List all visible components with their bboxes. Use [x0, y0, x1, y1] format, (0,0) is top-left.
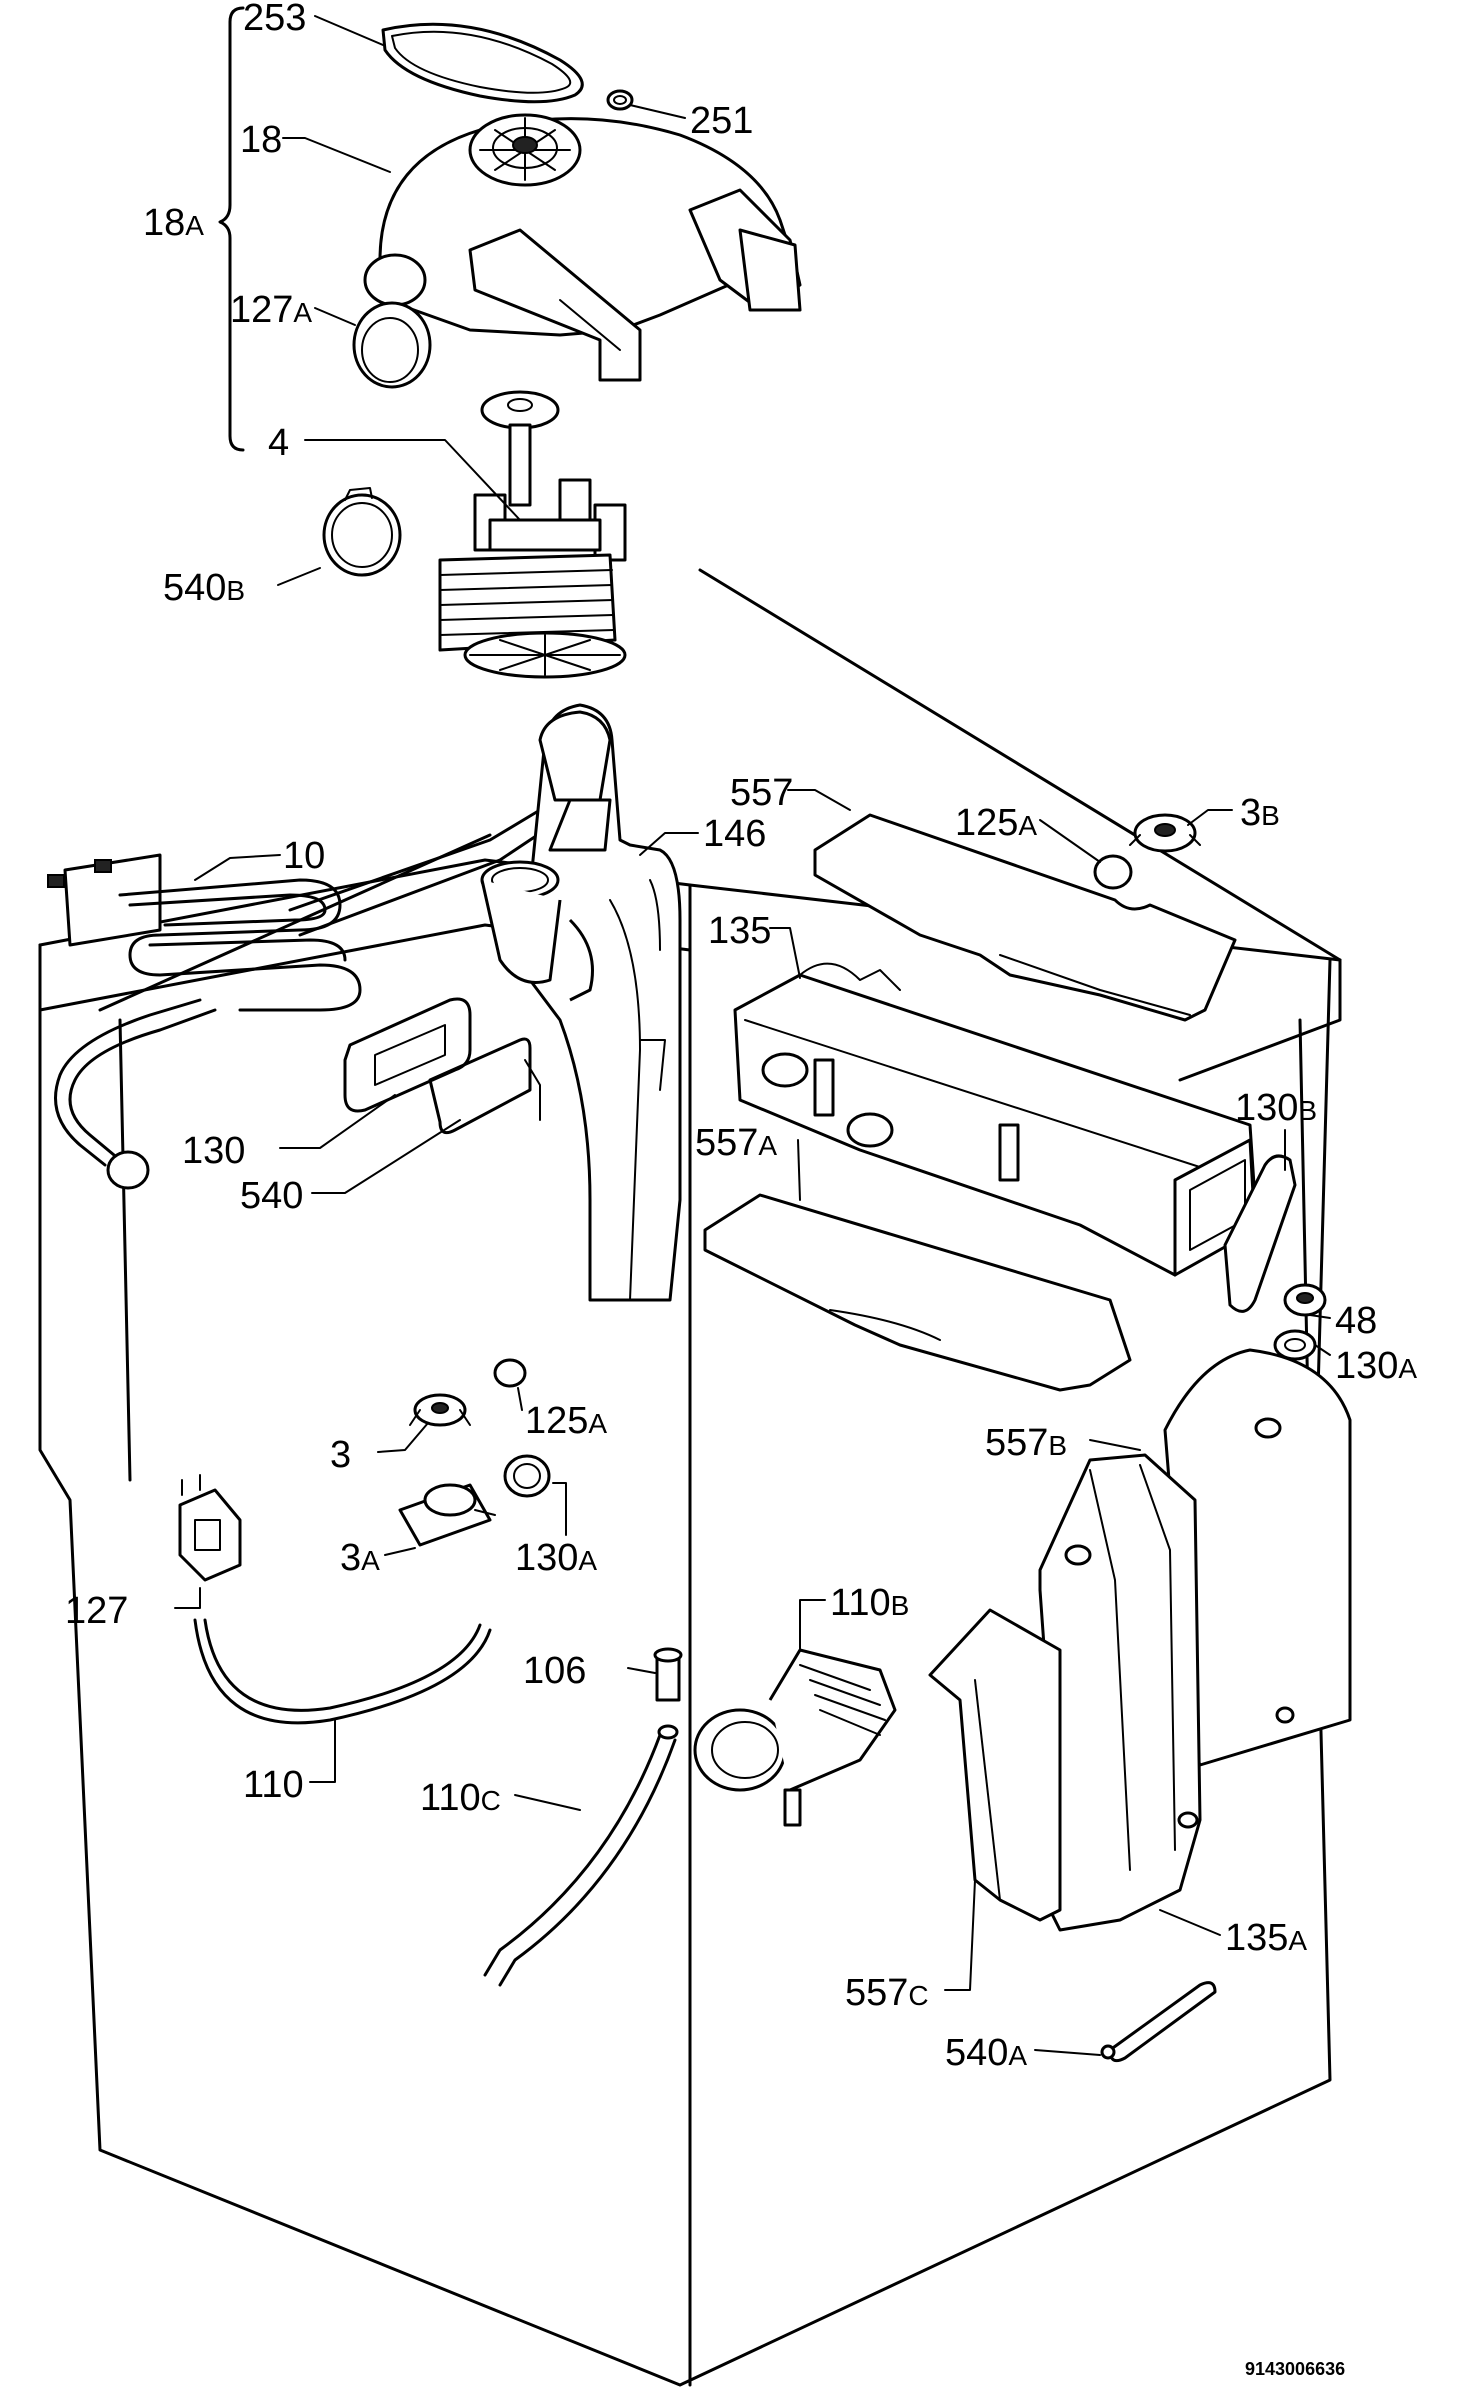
label-3b: 3B [1240, 792, 1280, 834]
part-540a-clip [1100, 1981, 1217, 2063]
part-130a-mid-seal [503, 1454, 551, 1498]
label-110: 110 [243, 1764, 304, 1806]
part-251-nut [606, 89, 634, 111]
label-557b: 557B [985, 1422, 1067, 1464]
label-127: 127 [65, 1590, 128, 1632]
part-3a-thermostat [398, 1483, 496, 1547]
label-18: 18 [240, 119, 282, 161]
part-127a-ring [352, 301, 432, 389]
part-48-cap [1283, 1283, 1327, 1317]
leader-lines [174, 15, 1331, 2056]
label-146: 146 [703, 813, 766, 855]
label-540a: 540A [945, 2032, 1027, 2074]
part-110c-hose [483, 1724, 679, 1987]
label-127a: 127A [230, 289, 312, 331]
part-110b-bellows [693, 1648, 897, 1827]
label-125a-top: 125A [955, 802, 1037, 844]
label-540: 540 [240, 1175, 303, 1217]
label-557: 557 [730, 772, 793, 814]
part-3-thermostat [409, 1393, 471, 1427]
part-540-clip [428, 1037, 541, 1135]
label-557c: 557C [845, 1972, 929, 2014]
part-130-gasket [343, 997, 472, 1113]
label-48: 48 [1335, 1300, 1377, 1342]
label-130a-right: 130A [1335, 1345, 1417, 1387]
label-135a: 135A [1225, 1917, 1307, 1959]
label-3a: 3A [340, 1537, 380, 1579]
assembly-bracket-18a [218, 6, 245, 452]
label-251: 251 [690, 100, 753, 142]
part-146-duct [480, 703, 682, 1302]
part-557c-panel [928, 1608, 1062, 1922]
label-110b: 110B [830, 1582, 909, 1624]
label-18a: 18A [143, 202, 204, 244]
label-540b: 540B [163, 567, 245, 609]
callout-labels: 253 251 18 18A 127A 4 540B 10 146 557 12… [65, 0, 1417, 2379]
label-106: 106 [523, 1650, 586, 1692]
part-4-motor [438, 390, 627, 679]
label-557a: 557A [695, 1122, 777, 1164]
part-130b-gasket [1223, 1154, 1297, 1313]
part-125a-mid-oring [493, 1358, 527, 1388]
label-135: 135 [708, 910, 771, 952]
label-3: 3 [330, 1434, 351, 1476]
part-125a-top-oring [1093, 854, 1133, 890]
part-106-connector [653, 1647, 683, 1702]
part-557b-panel [1163, 1348, 1352, 1767]
label-130b: 130B [1235, 1087, 1317, 1129]
part-3b-thermostat [1129, 813, 1201, 853]
part-130a-right-seal [1273, 1329, 1317, 1361]
part-110-hose [193, 1618, 492, 1725]
label-253: 253 [243, 0, 306, 39]
label-130: 130 [182, 1130, 245, 1172]
label-110c: 110C [420, 1777, 501, 1819]
label-4: 4 [268, 422, 289, 464]
part-253-belt [381, 22, 584, 104]
label-125a-mid: 125A [525, 1400, 607, 1442]
part-18-fan-housing [363, 113, 802, 382]
document-number: 9143006636 [1245, 2359, 1345, 2379]
part-540b-clamp [322, 487, 402, 577]
label-10: 10 [283, 835, 325, 877]
part-135a-duct [1038, 1453, 1202, 1932]
part-127-switch [178, 1474, 242, 1582]
label-130a-mid: 130A [515, 1537, 597, 1579]
part-10-heating-element [47, 808, 547, 1190]
part-557-cover [813, 813, 1237, 1022]
part-557a-plate [703, 1193, 1132, 1392]
